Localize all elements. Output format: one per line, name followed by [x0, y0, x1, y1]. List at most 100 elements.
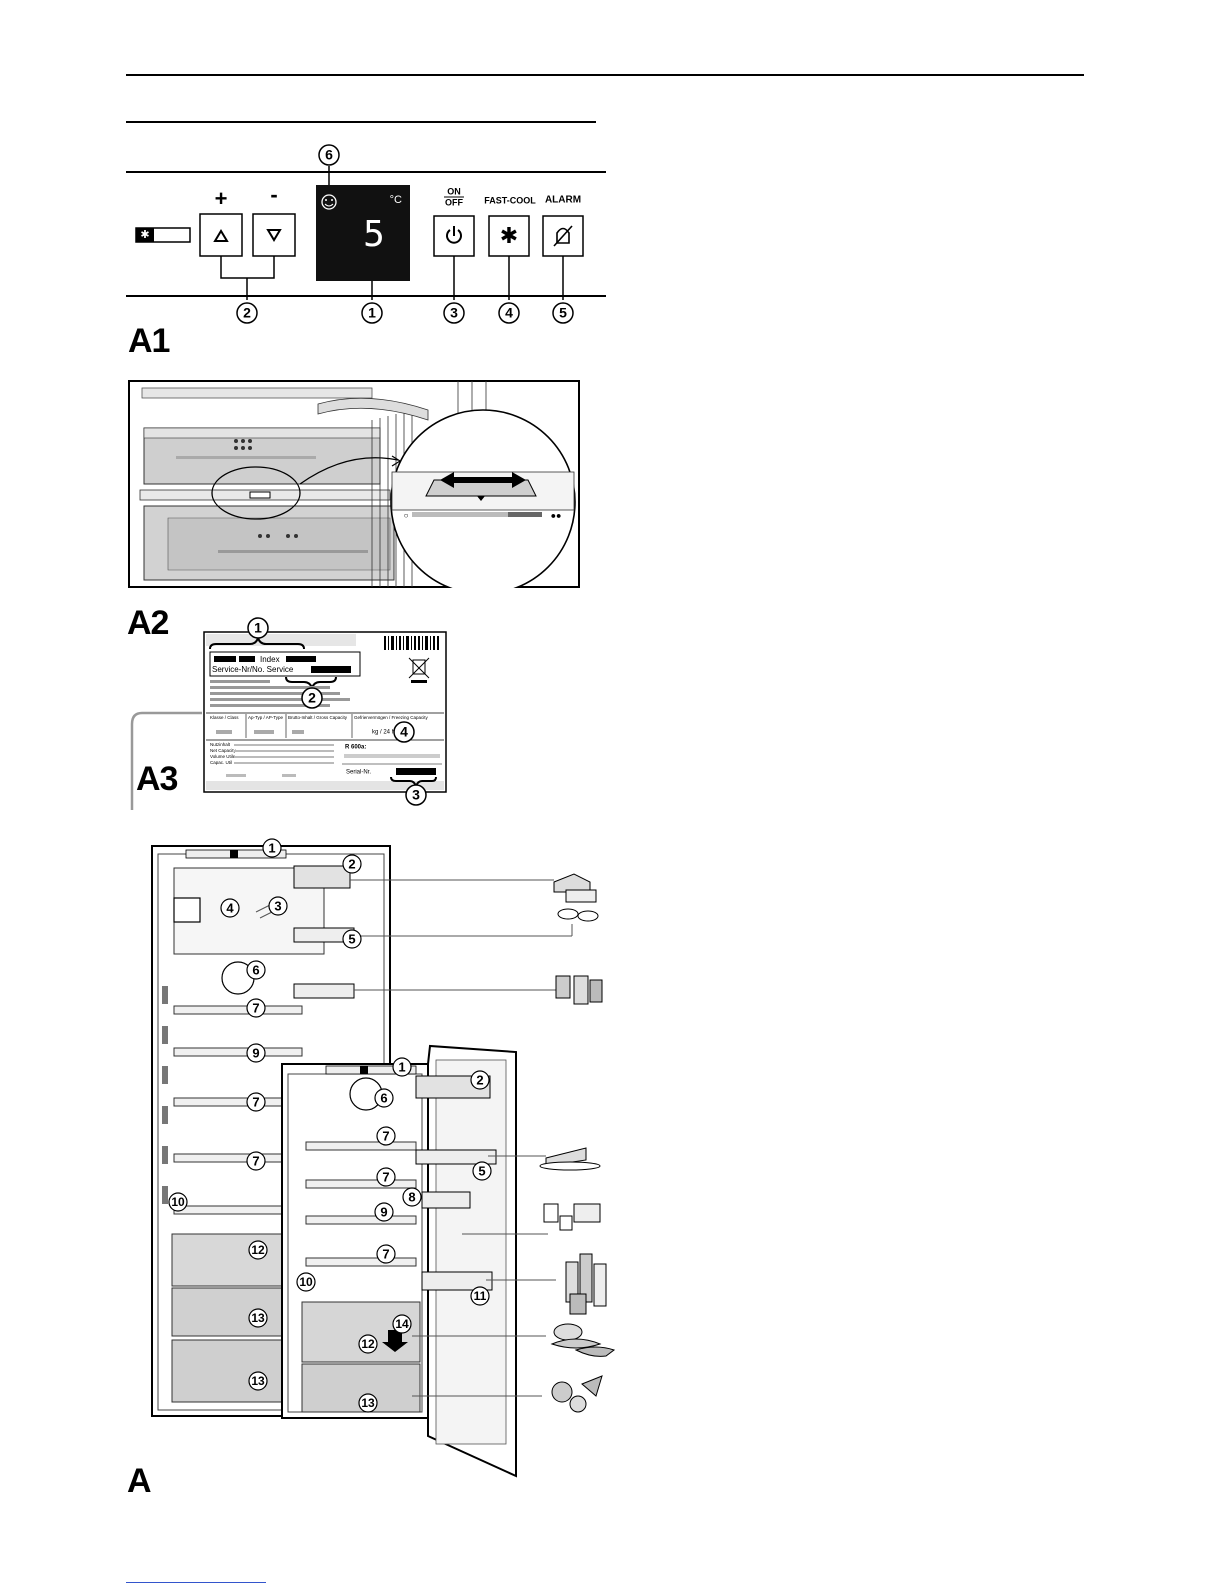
- svg-text:10: 10: [299, 1275, 313, 1289]
- row-4: Capac. Util: [210, 760, 232, 765]
- callout-6: 6: [318, 144, 340, 166]
- right-callout-13: 13: [358, 1393, 378, 1413]
- svg-text:7: 7: [252, 1153, 259, 1168]
- left-callout-6: 6: [246, 960, 266, 980]
- left-callout-2: 2: [342, 854, 362, 874]
- svg-text:6: 6: [380, 1090, 387, 1105]
- on-label: ON: [447, 186, 461, 196]
- svg-text:5: 5: [478, 1163, 485, 1178]
- plus-label: +: [215, 186, 228, 211]
- svg-text:6: 6: [325, 147, 333, 163]
- svg-text:1: 1: [254, 620, 262, 636]
- svg-text:12: 12: [251, 1243, 265, 1257]
- food-bottles-icon: [565, 1253, 607, 1315]
- food-dairy-icon: [543, 1203, 601, 1231]
- humidity-control-illustration: ○ ●●: [128, 380, 580, 588]
- left-callout-13b: 13: [248, 1371, 268, 1391]
- fastcool-button[interactable]: ✱: [488, 215, 530, 257]
- display-value: 5: [363, 214, 385, 255]
- svg-text:7: 7: [252, 1094, 259, 1109]
- right-callout-7a: 7: [376, 1126, 396, 1146]
- svg-text:9: 9: [380, 1204, 387, 1219]
- svg-text:5: 5: [348, 931, 355, 946]
- fastcool-label: FAST-COOL: [484, 195, 536, 205]
- svg-text:7: 7: [382, 1246, 389, 1261]
- svg-text:3: 3: [450, 305, 458, 321]
- svg-text:1: 1: [268, 840, 275, 855]
- rating-plate-diagram: Index Service-Nr/No. Service Klasse / Cl…: [130, 617, 447, 810]
- figure-label-a2: A2: [127, 604, 169, 642]
- svg-text:2: 2: [348, 856, 355, 871]
- col-class: Klasse / Class: [210, 715, 239, 720]
- svg-text:4: 4: [226, 900, 234, 915]
- left-callout-4: 4: [220, 898, 240, 918]
- svg-text:3: 3: [412, 787, 420, 803]
- plate-callout-4: 4: [393, 721, 415, 743]
- right-callout-2: 2: [470, 1070, 490, 1090]
- appliance-overview-illustration: 1 2 4 3 5 6 7 9 7 7 10 12 13 13 1 2 6 7 …: [151, 838, 616, 1478]
- snowflake-icon: ✱: [500, 223, 518, 248]
- off-label: OFF: [445, 197, 463, 207]
- plate-callout-3: 3: [405, 784, 427, 806]
- callout-2: 2: [236, 302, 258, 324]
- svg-text:7: 7: [382, 1128, 389, 1143]
- left-callout-10: 10: [168, 1192, 188, 1212]
- plate-callout-1: 1: [247, 617, 269, 639]
- weee-bin-icon: [408, 657, 430, 683]
- svg-text:1: 1: [398, 1059, 405, 1074]
- alarm-button[interactable]: [542, 215, 584, 257]
- humidity-slider-zoom: ○ ●●: [390, 409, 576, 588]
- left-callout-7b: 7: [246, 1092, 266, 1112]
- right-callout-10: 10: [296, 1272, 316, 1292]
- svg-text:8: 8: [408, 1189, 415, 1204]
- figure-label-a: A: [127, 1462, 152, 1500]
- index-label: Index: [260, 655, 280, 664]
- food-vegetables-icon: [551, 1375, 603, 1413]
- appliance-right: [281, 865, 517, 1478]
- col-type: Ap-Typ / AP-Type: [248, 715, 284, 720]
- plate-callout-2: 2: [301, 687, 323, 709]
- barcode: [384, 636, 439, 650]
- down-arrow-icon: [382, 1330, 408, 1352]
- svg-text:2: 2: [476, 1072, 483, 1087]
- figure-label-a1: A1: [128, 322, 170, 360]
- svg-text:13: 13: [361, 1396, 375, 1410]
- left-callout-3: 3: [268, 896, 288, 916]
- svg-text:✱: ✱: [140, 229, 149, 241]
- callout-5: 5: [552, 302, 574, 324]
- col-gross: Brutto-Inhalt / Gross Capacity: [288, 715, 348, 720]
- row-3: Volume Utile: [210, 754, 236, 759]
- refrigerant-label: R 600a:: [345, 745, 366, 751]
- low-humidity-icon: ○: [404, 511, 409, 520]
- food-cake-icon: [539, 1147, 601, 1171]
- svg-text:7: 7: [252, 1000, 259, 1015]
- right-callout-1: 1: [392, 1057, 412, 1077]
- power-button[interactable]: [433, 215, 475, 257]
- left-right-arrow-icon: [440, 472, 526, 488]
- temp-up-button[interactable]: [199, 213, 243, 257]
- right-callout-9: 9: [374, 1202, 394, 1222]
- right-callout-11: 11: [470, 1286, 490, 1306]
- bottom-link-rule: [126, 1582, 266, 1583]
- right-callout-6: 6: [374, 1088, 394, 1108]
- bell-muted-icon: [556, 227, 570, 244]
- food-jars-icon: [555, 975, 603, 1005]
- svg-text:13: 13: [251, 1374, 265, 1388]
- right-callout-7b: 7: [376, 1167, 396, 1187]
- food-cheese-butter-icon: [553, 873, 599, 922]
- minus-label: -: [270, 182, 277, 207]
- control-panel-diagram: ✱ + - °C 5 ON OFF FAST-COOL ✱ ALARM: [126, 144, 606, 324]
- svg-text:4: 4: [400, 724, 408, 740]
- unit-label: °C: [390, 194, 402, 206]
- svg-text:14: 14: [395, 1317, 409, 1331]
- callout-4: 4: [498, 302, 520, 324]
- svg-text:6: 6: [252, 962, 259, 977]
- svg-text:10: 10: [171, 1195, 185, 1209]
- smiley-icon: [321, 194, 337, 210]
- left-callout-9: 9: [246, 1043, 266, 1063]
- section-rule: [126, 121, 596, 123]
- temperature-display: °C 5: [316, 185, 410, 281]
- temp-down-button[interactable]: [252, 213, 296, 257]
- alarm-label: ALARM: [545, 195, 581, 206]
- callout-1: 1: [361, 302, 383, 324]
